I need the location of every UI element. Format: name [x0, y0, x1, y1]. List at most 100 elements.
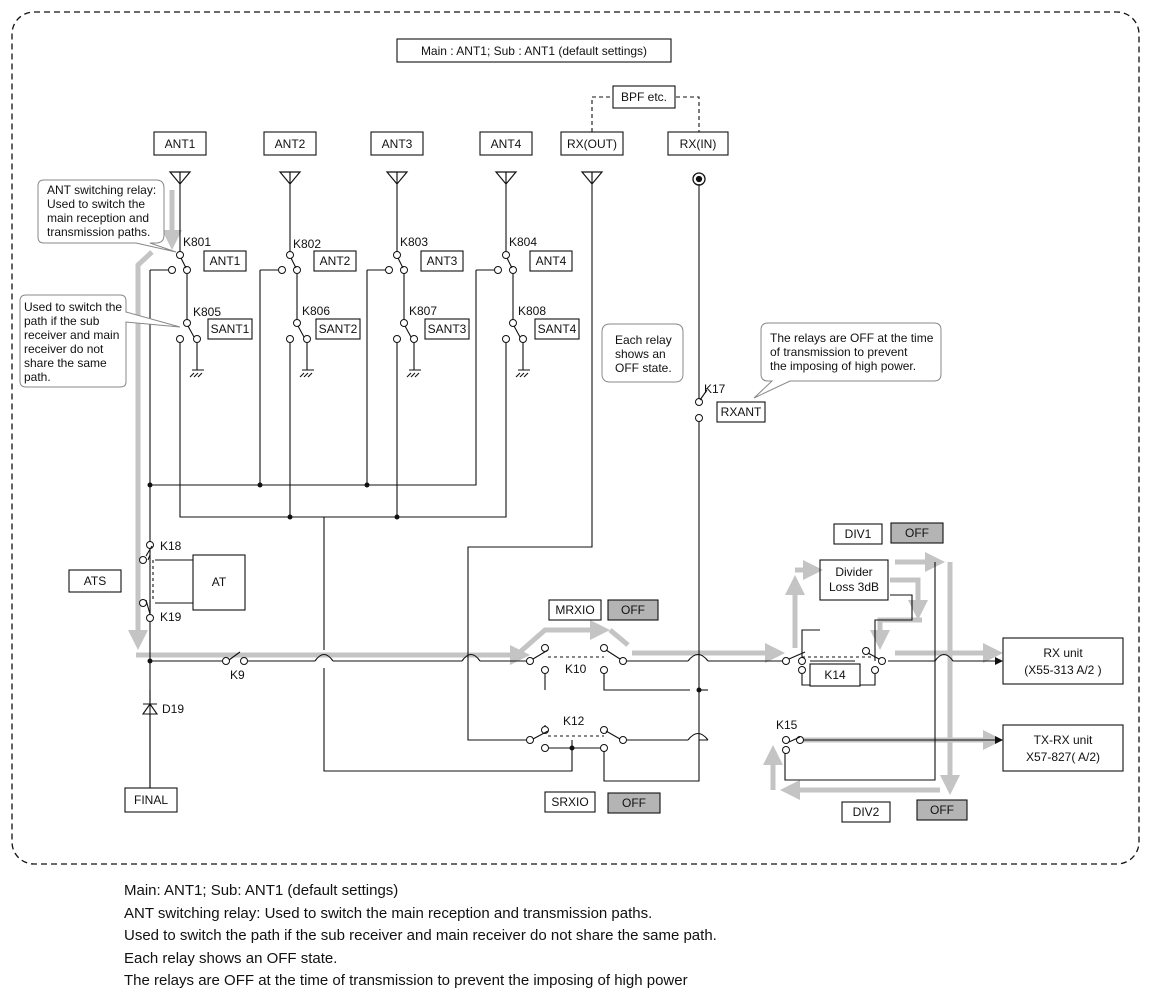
tag-ant3: ANT3: [427, 254, 458, 268]
callout-off-state: [601, 323, 684, 383]
callout-tx-off-line: The relays are OFF at the time: [770, 331, 934, 345]
callout-sub-path-line: path if the sub: [24, 314, 100, 328]
note-line: Main: ANT1; Sub: ANT1 (default settings): [124, 882, 399, 899]
callout-sub-path: [19, 294, 181, 388]
tag-ant3-box: [420, 250, 464, 272]
tag-ant1: ANT1: [210, 254, 241, 268]
callout-tx-off-line: of transmission to prevent: [770, 345, 908, 359]
relay-k807: K807: [409, 304, 437, 318]
srxio-off-indicator: [607, 792, 661, 814]
relay-k19: K19: [160, 610, 182, 624]
tag-ant4-box: [529, 250, 573, 272]
rx-unit-label-2: (X55-313 A/2 ): [1024, 663, 1101, 677]
header-box: [396, 38, 672, 63]
junction-dots: [147, 482, 702, 751]
relay-k14: K14: [824, 668, 846, 682]
coax-connector-icon: [692, 172, 706, 186]
port-rx-out-box: [560, 131, 624, 156]
tag-sant2: SANT2: [319, 322, 358, 336]
callout-ant-relay-line: ANT switching relay:: [47, 183, 156, 197]
srxio-box: [544, 791, 596, 813]
callout-sub-path-line: path.: [24, 370, 51, 384]
tag-ant4: ANT4: [536, 254, 567, 268]
relay-k806: K806: [302, 304, 330, 318]
relay-k18: K18: [160, 539, 182, 553]
port-rx-in-box: [667, 131, 729, 156]
antenna-icon: [168, 171, 604, 185]
tag-ant2: ANT2: [320, 254, 351, 268]
rx-unit-label-1: RX unit: [1043, 646, 1083, 660]
mrxio-label: MRXIO: [555, 603, 594, 617]
signal-path: [128, 190, 1003, 800]
bpf-loop: [591, 96, 700, 132]
note-line: Each relay shows an OFF state.: [124, 949, 338, 967]
note-line: ANT switching relay: Used to switch the …: [124, 904, 653, 922]
k14-box: [809, 663, 861, 687]
relay-contacts: [139, 251, 886, 754]
txrx-unit-label-1: TX-RX unit: [1034, 733, 1093, 747]
rx-unit-box: [1002, 637, 1124, 685]
txrx-unit-label-2: X57-827( A/2): [1026, 750, 1100, 764]
div2-state: OFF: [930, 803, 954, 817]
port-ant1-box: [153, 131, 207, 156]
d19-label: D19: [162, 702, 184, 716]
callout-ant-relay-line: Used to switch the: [47, 197, 145, 211]
callout-off-state-line: shows an: [615, 347, 666, 361]
callout-off-state-line: Each relay: [615, 333, 672, 347]
relay-k9: K9: [230, 668, 245, 682]
wiring: [141, 180, 995, 790]
final-box: [124, 787, 178, 813]
tag-sant1: SANT1: [211, 322, 250, 336]
relay-k802: K802: [293, 237, 321, 251]
callout-tx-off-line: the imposing of high power.: [770, 359, 916, 373]
div1-box: [833, 523, 883, 545]
relay-k804: K804: [509, 235, 537, 249]
mrxio-off-indicator: [607, 599, 659, 621]
mrxio-box: [548, 599, 602, 621]
wire-crossings: [314, 653, 954, 741]
relay-k805: K805: [193, 305, 221, 319]
explanation-notes: Main: ANT1; Sub: ANT1 (default settings)…: [124, 880, 1124, 993]
note-line: The relays are OFF at the time of transm…: [124, 972, 688, 989]
callout-sub-path-line: receiver do not: [24, 342, 104, 356]
div1-off-indicator: [890, 522, 944, 544]
port-rx-out: RX(OUT): [567, 137, 617, 151]
port-ant3: ANT3: [382, 137, 413, 151]
at-label: AT: [212, 575, 227, 589]
ats-box: [68, 569, 122, 593]
tag-sant4-box: [534, 318, 580, 340]
mrxio-state: OFF: [621, 603, 645, 617]
tag-sant2-box: [315, 318, 361, 340]
header-title: Main : ANT1; Sub : ANT1 (default setting…: [421, 44, 647, 58]
bpf-label: BPF etc.: [621, 90, 667, 104]
div1-label: DIV1: [845, 527, 872, 541]
tag-sant1-box: [207, 318, 253, 340]
div2-off-indicator: [916, 799, 968, 821]
bpf-box: [612, 85, 676, 109]
tag-ant1-box: [203, 250, 247, 272]
srxio-state: OFF: [622, 796, 646, 810]
divider-label-1: Divider: [835, 565, 872, 579]
note-line: Used to switch the path if the sub recei…: [124, 927, 717, 944]
callout-sub-path-line: receiver and main: [24, 328, 119, 342]
tag-sant3-box: [424, 318, 470, 340]
port-ant2-box: [263, 131, 317, 156]
relay-arms: [145, 257, 880, 743]
divider-label-2: Loss 3dB: [829, 580, 879, 594]
port-ant3-box: [370, 131, 424, 156]
port-ant1: ANT1: [165, 137, 196, 151]
diagram-border: [11, 11, 1140, 865]
port-ant2: ANT2: [275, 137, 306, 151]
callout-sub-path-line: Used to switch the: [24, 300, 122, 314]
tag-rxant: RXANT: [721, 405, 762, 419]
callout-ant-relay-line: transmission paths.: [47, 225, 150, 239]
srxio-label: SRXIO: [551, 795, 588, 809]
tag-sant3: SANT3: [428, 322, 467, 336]
tag-sant4: SANT4: [538, 322, 577, 336]
port-ant4: ANT4: [491, 137, 522, 151]
tag-ant2-box: [313, 250, 357, 272]
final-label: FINAL: [134, 793, 168, 807]
callout-ant-relay: [37, 179, 177, 253]
div2-box: [841, 801, 891, 823]
